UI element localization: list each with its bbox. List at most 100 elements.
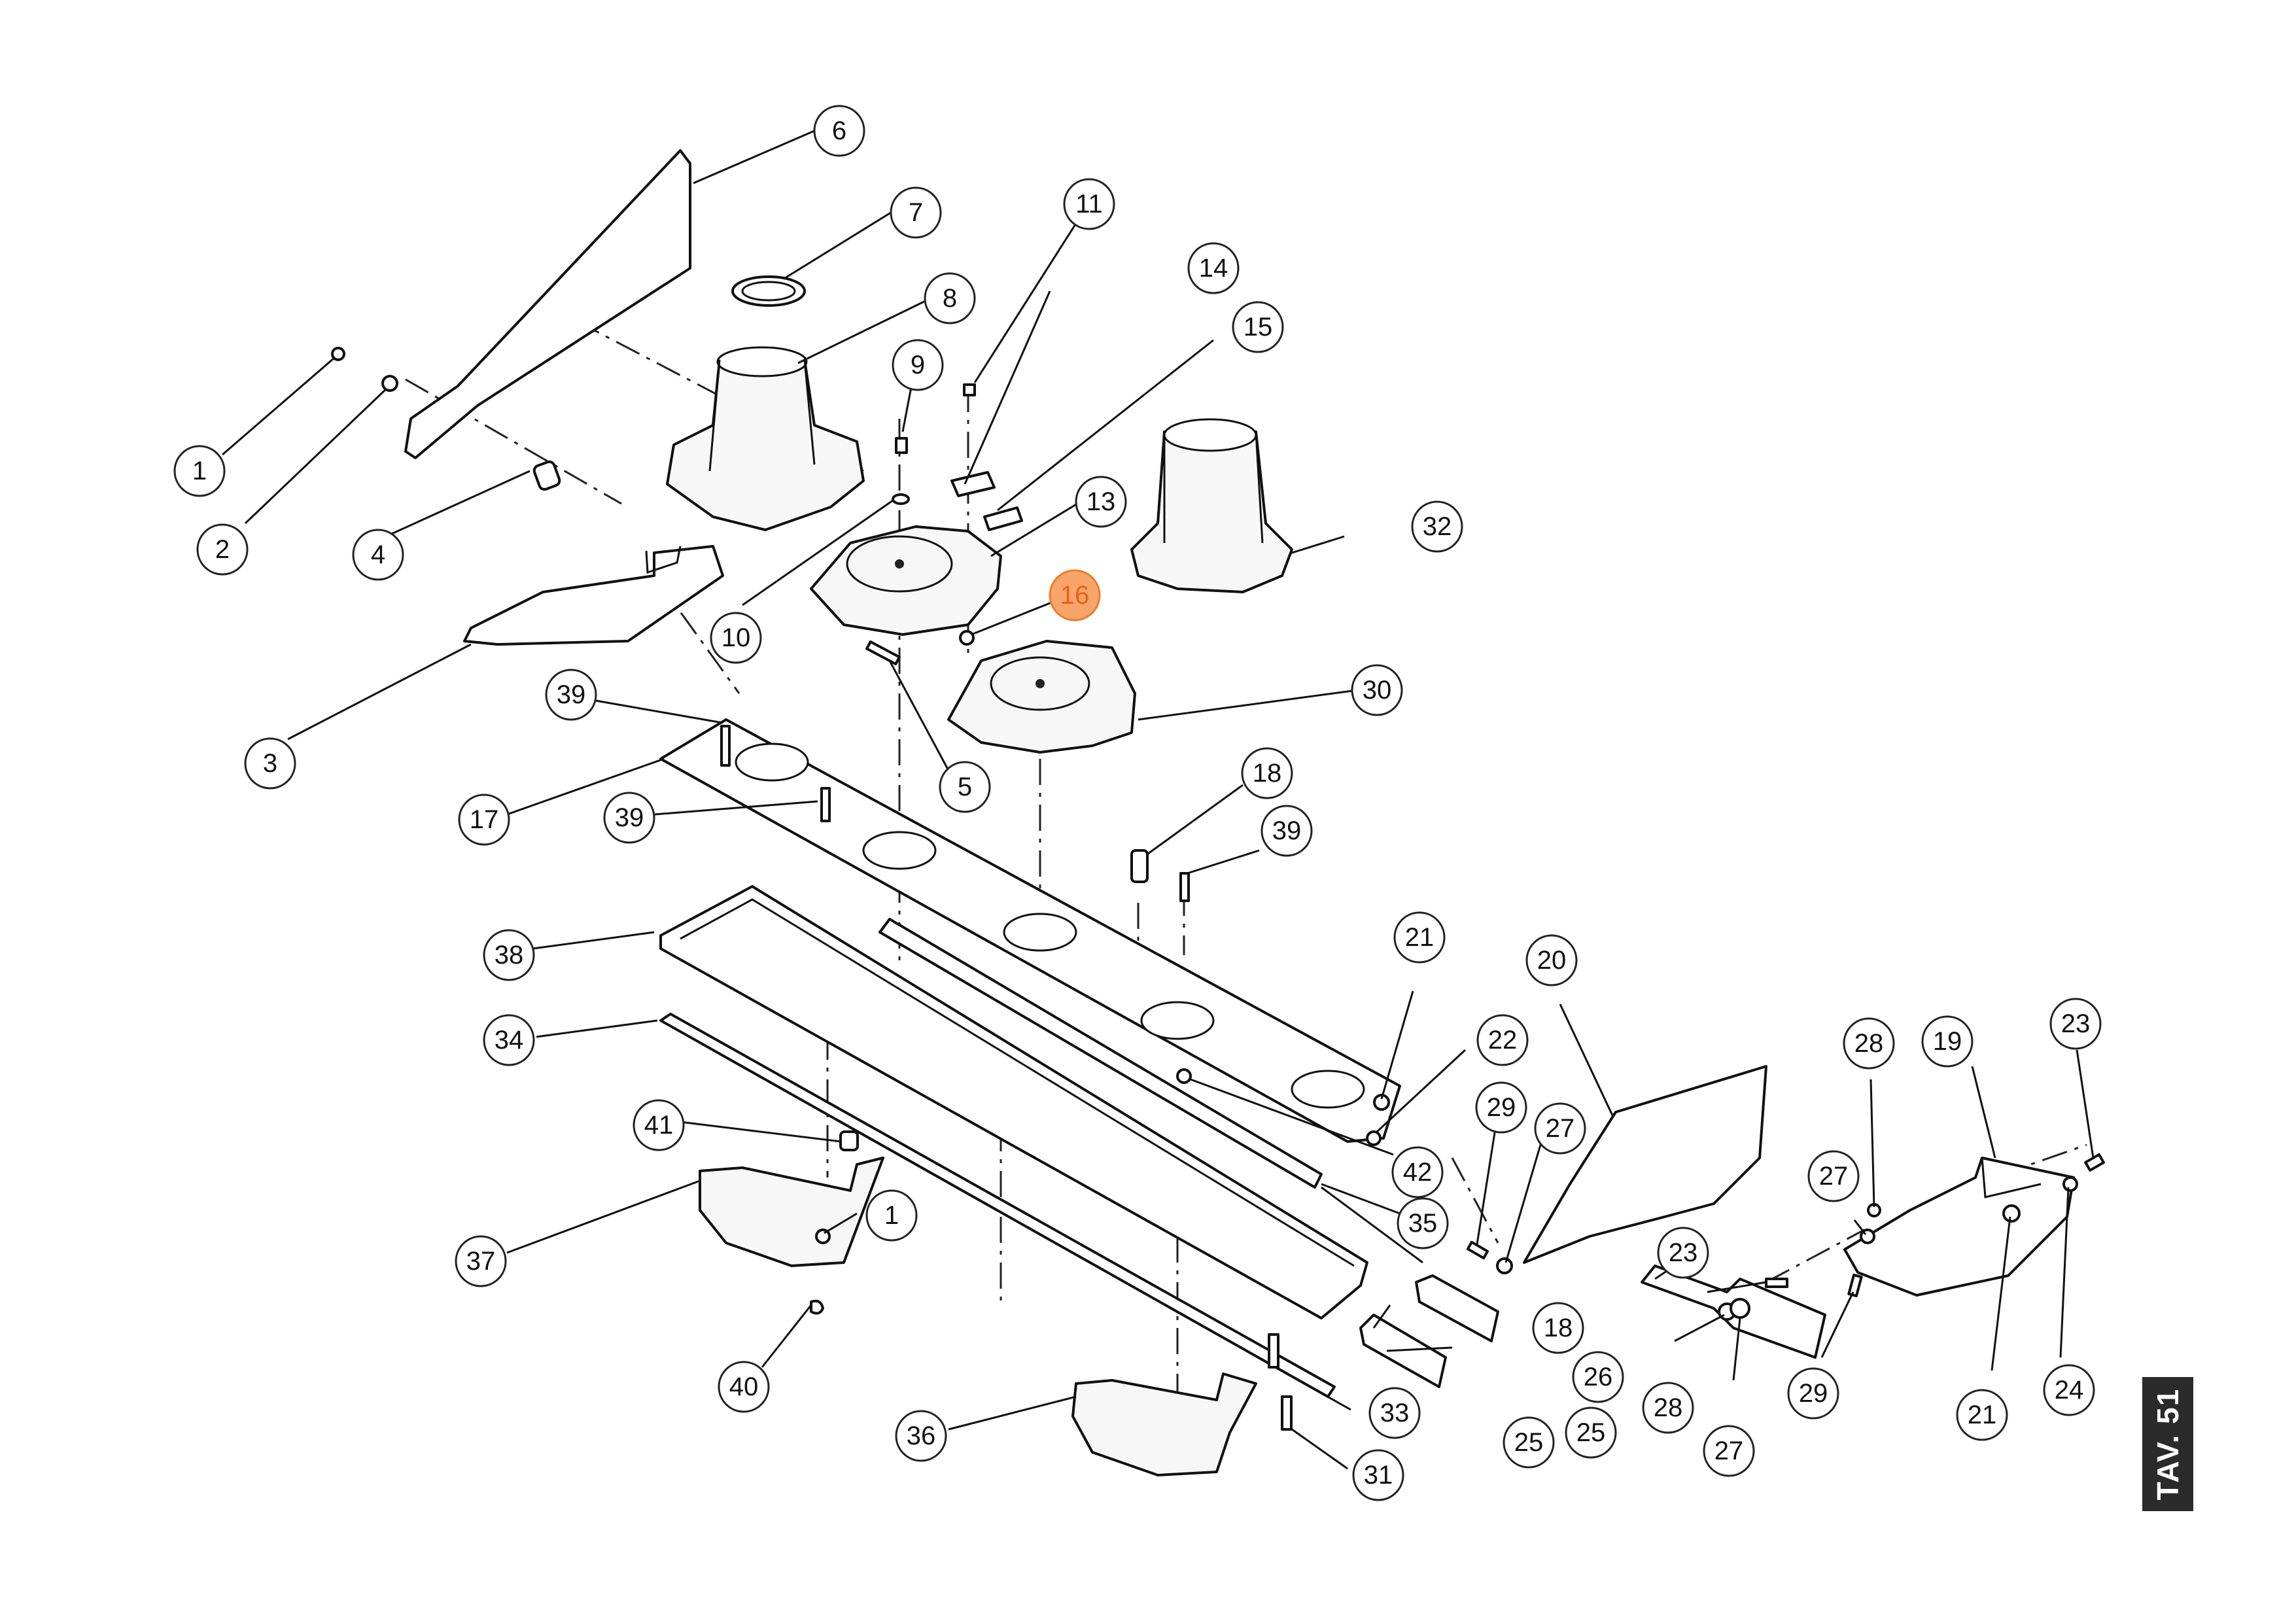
callout-13: 13 [1075, 476, 1127, 528]
callout-38: 38 [483, 929, 535, 981]
callout-40-label: 40 [729, 1372, 759, 1401]
callout-8: 8 [924, 272, 976, 324]
callout-30-label: 30 [1363, 676, 1392, 705]
callout-9: 9 [892, 339, 944, 391]
callout-30: 30 [1351, 664, 1403, 716]
callouts-layer [222, 130, 2095, 1470]
callout-16-highlighted: 16 [1049, 569, 1101, 621]
part-11-nut [963, 383, 976, 396]
callout-25-b-label: 25 [1576, 1418, 1606, 1447]
callout-25-a-label: 25 [1514, 1428, 1544, 1457]
callout-35-label: 35 [1408, 1209, 1438, 1238]
callout-23-b-label: 23 [2061, 1009, 2091, 1038]
part-8-drum-housing [666, 358, 865, 531]
part-42-bolt [1176, 1068, 1192, 1084]
part-22-washer [1366, 1130, 1382, 1146]
callout-10: 10 [710, 612, 762, 664]
part-9-bolt [895, 437, 908, 454]
callout-18-a-label: 18 [1253, 759, 1282, 788]
part-39-bolt-b [820, 787, 831, 822]
callout-29-a: 29 [1475, 1081, 1527, 1134]
callout-33-label: 33 [1380, 1399, 1410, 1427]
callout-33: 33 [1368, 1387, 1421, 1439]
part-32-drum-housing [1130, 430, 1293, 593]
callout-17-label: 17 [470, 805, 499, 834]
callout-27-c-label: 27 [1819, 1162, 1849, 1191]
callout-23-a: 23 [1657, 1227, 1709, 1279]
callout-6: 6 [813, 105, 865, 157]
part-21-nut-a [1373, 1094, 1390, 1111]
callout-21-a: 21 [1393, 911, 1446, 964]
callout-19-label: 19 [1933, 1027, 1962, 1056]
part-40-clip [810, 1299, 824, 1315]
callout-40: 40 [718, 1361, 770, 1413]
callout-15-label: 15 [1244, 313, 1273, 341]
callout-8-label: 8 [943, 284, 957, 313]
part-34-knife-bar [659, 1013, 1336, 1398]
callout-7-label: 7 [909, 198, 923, 227]
callout-21-a-label: 21 [1405, 923, 1435, 952]
part-4-bushing [532, 460, 561, 491]
callout-26: 26 [1572, 1351, 1624, 1403]
part-3-bracket [463, 545, 724, 646]
callout-14: 14 [1187, 242, 1240, 294]
part-39-bolt-a [720, 725, 731, 767]
callout-7: 7 [890, 186, 942, 239]
part-23-bolt-b [2084, 1153, 2105, 1172]
part-19-plate [1843, 1157, 2075, 1297]
part-14-plate [950, 471, 996, 497]
part-38-tray [659, 885, 1368, 1319]
part-27-washer-a [1496, 1257, 1513, 1274]
callout-32: 32 [1411, 500, 1463, 553]
callout-27-b-label: 27 [1714, 1437, 1744, 1465]
callout-27-a: 27 [1534, 1102, 1586, 1155]
callout-42-label: 42 [1403, 1158, 1433, 1187]
callout-9-label: 9 [911, 351, 925, 379]
callout-3: 3 [244, 737, 296, 790]
sheet-label: TAV. 51 [2151, 1387, 2185, 1501]
callout-28-a-label: 28 [1654, 1393, 1683, 1422]
callout-29-b: 29 [1787, 1367, 1839, 1420]
callout-13-label: 13 [1087, 487, 1116, 516]
callout-2-label: 2 [215, 535, 230, 564]
part-29-bolt-b [1847, 1273, 1863, 1298]
callout-24-label: 24 [2055, 1376, 2084, 1405]
callout-17: 17 [458, 794, 510, 846]
part-16-pin [959, 630, 975, 646]
callout-1-b: 1 [865, 1189, 918, 1242]
callout-21-b-label: 21 [1968, 1401, 1997, 1429]
part-18-sleeve [1130, 849, 1149, 883]
part-31-screw [1281, 1395, 1293, 1431]
callout-2: 2 [196, 523, 249, 576]
callout-19: 19 [1921, 1015, 1974, 1068]
callout-27-a-label: 27 [1546, 1114, 1575, 1143]
callout-39-c: 39 [1261, 805, 1313, 857]
callout-29-a-label: 29 [1487, 1093, 1516, 1122]
part-35-strip [878, 918, 1323, 1189]
part-15-tab [983, 506, 1023, 531]
callout-39-b-label: 39 [615, 803, 644, 832]
callout-16-label: 16 [1060, 581, 1090, 610]
callout-28-b: 28 [1843, 1017, 1895, 1070]
callout-10-label: 10 [722, 623, 751, 652]
callout-5-label: 5 [958, 773, 972, 801]
callout-39-c-label: 39 [1272, 816, 1302, 845]
callout-23-a-label: 23 [1669, 1238, 1698, 1267]
part-30-hub-flange [947, 640, 1136, 754]
callout-37-label: 37 [466, 1247, 496, 1276]
callout-32-label: 32 [1423, 512, 1452, 541]
callout-14-label: 14 [1199, 254, 1228, 283]
part-29-bolt-a [1466, 1240, 1489, 1260]
callout-15: 15 [1232, 301, 1284, 353]
part-13-hub-flange [810, 525, 1002, 636]
callout-29-b-label: 29 [1799, 1379, 1828, 1408]
part-20-deflector [1523, 1065, 1767, 1264]
callout-39-b: 39 [603, 792, 655, 844]
part-27-washer-b [1730, 1298, 1750, 1319]
callout-4: 4 [352, 529, 404, 581]
part-39-bolt-c [1179, 872, 1190, 902]
part-1-nut [331, 347, 345, 361]
callout-31-label: 31 [1364, 1461, 1393, 1490]
callout-35: 35 [1397, 1197, 1449, 1249]
